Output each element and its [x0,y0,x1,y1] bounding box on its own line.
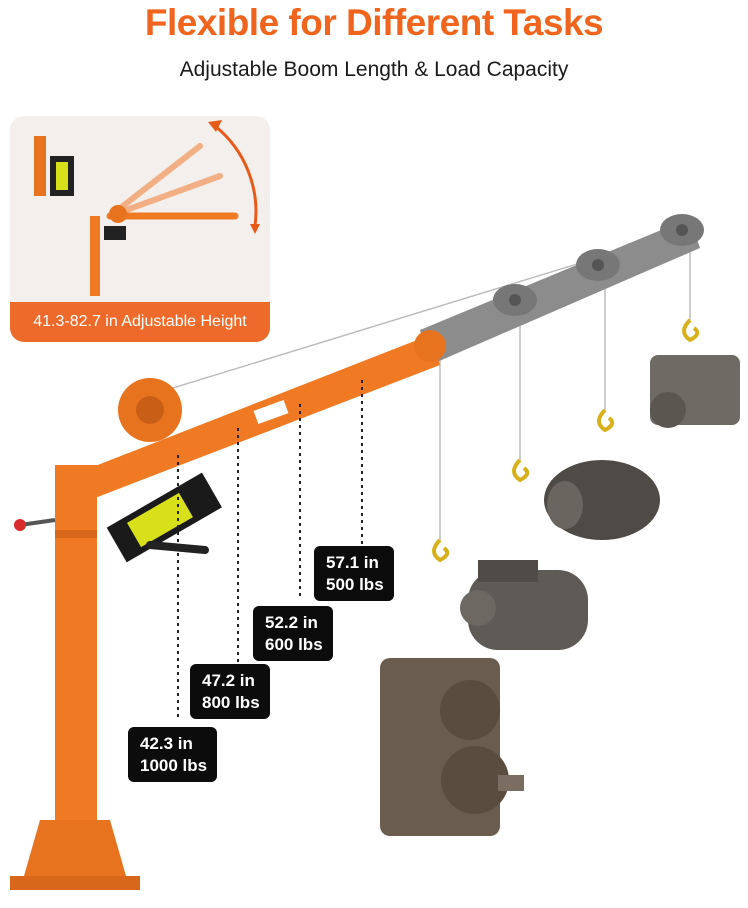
load-capacity: 800 lbs [202,693,260,712]
boom-length: 52.2 in [265,613,318,632]
boom-extension [420,218,700,365]
adjustable-height-banner: 41.3-82.7 in Adjustable Height [10,302,270,342]
load-capacity: 500 lbs [326,575,384,594]
capacity-label-2: 47.2 in 800 lbs [190,664,270,719]
load-capacity: 1000 lbs [140,756,208,775]
load-electric-motor [460,560,588,650]
load-hydraulic-pump [650,355,740,428]
boom-length: 42.3 in [140,734,193,753]
capacity-label-4: 57.1 in 500 lbs [314,546,394,601]
load-chain-sprockets [544,460,660,540]
load-capacity: 600 lbs [265,635,323,654]
crane-mast [55,465,97,845]
hydraulic-jack [106,472,222,563]
boom-length: 57.1 in [326,553,379,572]
adjustable-height-inset: 41.3-82.7 in Adjustable Height [10,116,270,342]
page-title: Flexible for Different Tasks [144,2,604,43]
boom-length: 47.2 in [202,671,255,690]
mini-crane-illustration [34,120,260,296]
crane-base [20,820,130,890]
capacity-label-1: 42.3 in 1000 lbs [128,727,218,782]
load-gearbox [380,658,524,836]
page-subtitle: Adjustable Boom Length & Load Capacity [179,58,569,81]
capacity-label-3: 52.2 in 600 lbs [253,606,333,661]
